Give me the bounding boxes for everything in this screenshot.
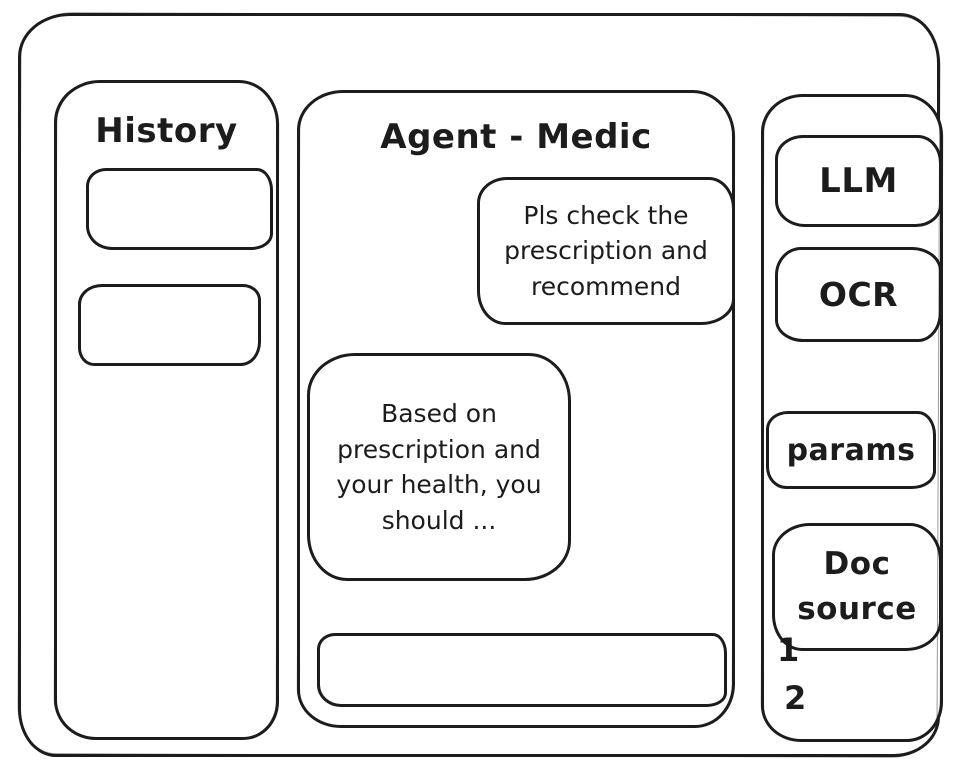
llm-button[interactable]: LLM: [775, 135, 942, 227]
ocr-button-label: OCR: [818, 275, 899, 314]
params-button-label: params: [786, 432, 916, 468]
user-message-bubble: Pls check the prescription and recommend: [477, 177, 735, 325]
chat-panel: Agent - Medic Pls check the prescription…: [297, 90, 735, 728]
history-item[interactable]: [78, 284, 261, 366]
message-input[interactable]: [317, 633, 727, 707]
doc-source-item-2[interactable]: 2: [784, 679, 807, 717]
ocr-button[interactable]: OCR: [775, 247, 942, 342]
chat-title: Agent - Medic: [380, 117, 652, 157]
history-item[interactable]: [86, 168, 273, 250]
app-window-frame: History Agent - Medic Pls check the pres…: [18, 13, 943, 757]
doc-source-button-label: Doc source: [797, 546, 917, 627]
user-message-text: Pls check the prescription and recommend: [504, 200, 708, 301]
agent-message-bubble: Based on prescription and your health, y…: [307, 353, 571, 581]
doc-source-item-1[interactable]: 1: [777, 631, 800, 669]
llm-button-label: LLM: [819, 161, 898, 201]
history-panel: History: [54, 80, 279, 740]
doc-source-button[interactable]: Doc source: [772, 523, 942, 651]
agent-message-text: Based on prescription and your health, y…: [336, 399, 542, 535]
params-button[interactable]: params: [766, 411, 936, 489]
tools-panel: LLM OCR params Doc source 1 2: [761, 94, 943, 742]
history-panel-title: History: [95, 111, 238, 151]
